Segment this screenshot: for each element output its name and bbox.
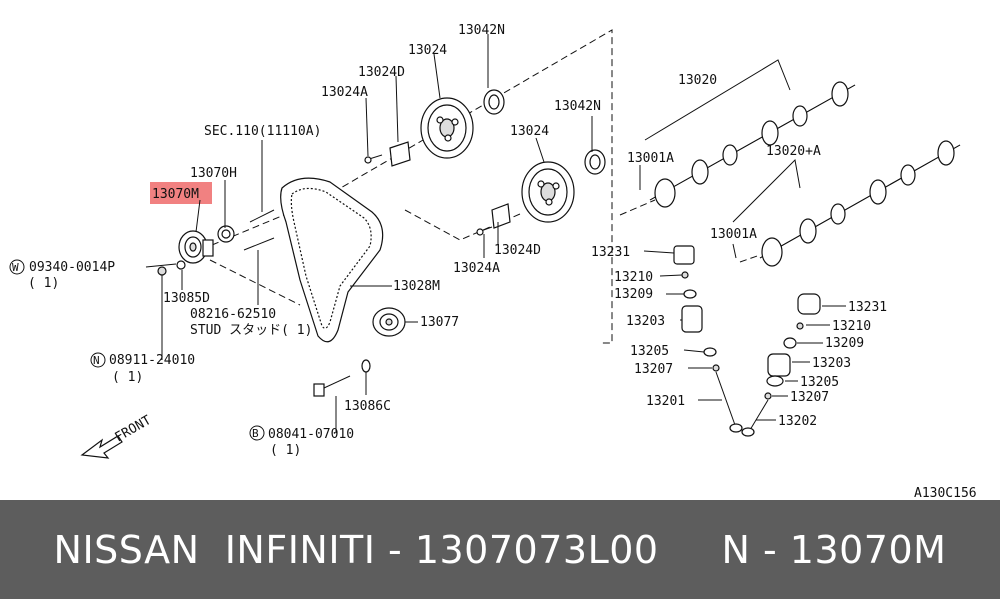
- label-13024D-mid: 13024D: [494, 243, 541, 258]
- label-13207-a: 13207: [634, 362, 673, 377]
- label-13042N-mid: 13042N: [554, 99, 601, 114]
- leader-lines: [145, 34, 846, 433]
- label-13085D: 13085D: [163, 291, 210, 306]
- bracket-13020A: [732, 158, 801, 223]
- label-front: FRONT: [113, 413, 155, 446]
- idler-pulley: [372, 307, 406, 337]
- label-13205-a: 13205: [630, 344, 669, 359]
- svg-text:N: N: [93, 354, 100, 367]
- label-qty-08911: ( 1): [112, 370, 143, 385]
- valve-train-a: [673, 245, 743, 433]
- stud-lower: [243, 237, 275, 251]
- tensioner-pulley: [178, 230, 214, 264]
- diagram-drawing: W N B 13042N 13024 13024D 13024A SEC.110…: [9, 23, 977, 500]
- label-13231-a: 13231: [591, 245, 630, 260]
- label-13024A-top: 13024A: [321, 85, 368, 100]
- label-13024-mid: 13024: [510, 124, 549, 139]
- parts-diagram: W N B 13042N 13024 13024D 13024A SEC.110…: [9, 23, 977, 500]
- label-13020: 13020: [678, 73, 717, 88]
- svg-text:B: B: [252, 427, 259, 440]
- dashed-line-cam2: [739, 254, 761, 263]
- front-arrow: [80, 435, 123, 459]
- spring-13070H: [217, 225, 235, 243]
- highlight-13070M: [150, 182, 212, 204]
- dashed-line-lower: [209, 259, 301, 306]
- label-13001A-b: 13001A: [710, 227, 757, 242]
- label-13209-b: 13209: [825, 336, 864, 351]
- label-08216: 08216-62510: [190, 307, 276, 322]
- dashed-line-cam1: [619, 199, 656, 216]
- plate-13024D-mid: [491, 203, 511, 229]
- label-13205-b: 13205: [800, 375, 839, 390]
- camshaft-lower: [759, 140, 961, 267]
- washer-13085D: [176, 260, 186, 270]
- valve-train-b: [741, 293, 821, 437]
- footer-bar: NISSAN INFINITI - 1307073L00 N - 13070M: [0, 500, 1000, 599]
- label-13070H: 13070H: [190, 166, 237, 181]
- bracket-13020: [644, 59, 791, 141]
- label-08911: 08911-24010: [109, 353, 195, 368]
- sprocket-upper: [420, 97, 474, 159]
- label-13024A-mid: 13024A: [453, 261, 500, 276]
- footer-part-numbers: NISSAN INFINITI - 1307073L00 N - 13070M: [53, 527, 947, 572]
- badge-n-circle: N: [90, 352, 106, 368]
- label-13203-a: 13203: [626, 314, 665, 329]
- label-13209-a: 13209: [614, 287, 653, 302]
- svg-text:W: W: [12, 261, 19, 274]
- label-13207-b: 13207: [790, 390, 829, 405]
- label-09340: 09340-0014P: [29, 260, 115, 275]
- sprocket-mid: [521, 161, 575, 223]
- label-13201: 13201: [646, 394, 685, 409]
- label-13203-b: 13203: [812, 356, 851, 371]
- seal-upper: [483, 89, 505, 115]
- plate-13024D-upper: [389, 141, 411, 167]
- badge-b-circle: B: [249, 425, 265, 441]
- label-13024D-top: 13024D: [358, 65, 405, 80]
- label-13042N-top: 13042N: [458, 23, 505, 38]
- label-ref-code: A130C156: [914, 486, 977, 500]
- label-13210-a: 13210: [614, 270, 653, 285]
- label-13086C: 13086C: [344, 399, 391, 414]
- label-qty-08041: ( 1): [270, 443, 301, 458]
- label-13028M: 13028M: [393, 279, 440, 294]
- seal-mid: [584, 149, 606, 175]
- label-08041: 08041-07010: [268, 427, 354, 442]
- label-13070M: 13070M: [152, 187, 199, 202]
- camshaft-upper: [649, 81, 856, 208]
- badge-w-circle: W: [9, 259, 25, 275]
- label-stud: STUD スタッド( 1): [190, 323, 312, 338]
- nut-08911: [157, 266, 167, 276]
- washer-13086C: [361, 359, 371, 373]
- label-13210-b: 13210: [832, 319, 871, 334]
- stud-upper: [249, 209, 275, 223]
- label-sec110: SEC.110(11110A): [204, 124, 321, 139]
- label-qty-09340: ( 1): [28, 276, 59, 291]
- label-13001A-a: 13001A: [627, 151, 674, 166]
- label-13231-b: 13231: [848, 300, 887, 315]
- label-13202: 13202: [778, 414, 817, 429]
- bolt-08041: [313, 375, 351, 397]
- label-13020A: 13020+A: [766, 144, 821, 159]
- label-13024-top: 13024: [408, 43, 447, 58]
- timing-belt: [280, 177, 384, 343]
- label-13077: 13077: [420, 315, 459, 330]
